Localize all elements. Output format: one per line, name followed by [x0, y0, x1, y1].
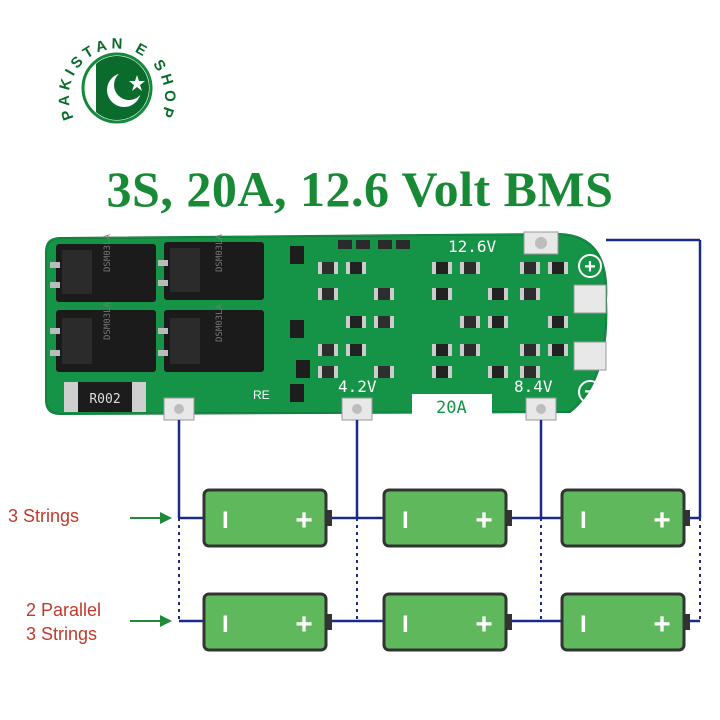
transistor [290, 246, 304, 264]
battery-pack: I+I+I+I+I+I+ [202, 488, 690, 652]
pakistan-eshop-logo: PAKISTAN E SHOP [56, 35, 174, 124]
smd-part [520, 344, 540, 356]
smd-part [488, 366, 508, 378]
battery-minus-label: I [402, 507, 409, 534]
battery-plus-label: + [295, 504, 313, 537]
resistor-label: R002 [89, 392, 120, 407]
pad-8v4 [525, 397, 557, 421]
transistor [290, 384, 304, 402]
parallel-label-line1: 2 Parallel [26, 600, 102, 620]
smd-part [318, 262, 338, 274]
smd-part [318, 366, 338, 378]
battery-cell: I+ [202, 592, 332, 652]
battery-minus-label: I [580, 611, 587, 638]
bms-board: DSM03LA DSM03LA DSM03LA DS [45, 231, 608, 421]
smd-part [374, 316, 394, 328]
smd-part [338, 240, 352, 249]
minus-terminal-symbol: − [584, 381, 596, 403]
battery-minus-label: I [402, 611, 409, 638]
smd-part [488, 288, 508, 300]
smd-part [548, 344, 568, 356]
battery-plus-label: + [295, 608, 313, 641]
smd-part [520, 366, 540, 378]
voltage-label-8v4: 8.4V [514, 377, 553, 396]
minus-terminal-icon [578, 380, 602, 404]
smd-part [318, 288, 338, 300]
smd-part [520, 288, 540, 300]
current-rating-box [412, 394, 492, 418]
chip-code: DSM03LA [103, 301, 113, 340]
series-wiring [177, 238, 702, 623]
smd-part [432, 262, 452, 274]
smd-components [290, 240, 568, 402]
smd-part [346, 262, 366, 274]
smd-part [346, 344, 366, 356]
smd-part [460, 316, 480, 328]
strings-arrow-icon [130, 512, 172, 524]
chip-code: DSM03LA [215, 233, 225, 272]
battery-plus-label: + [653, 608, 671, 641]
battery-minus-label: I [222, 507, 229, 534]
smd-part [460, 344, 480, 356]
re-label: RE [253, 388, 270, 402]
battery-minus-label: I [222, 611, 229, 638]
shunt-resistor: R002 [64, 382, 146, 412]
voltage-label-12v6: 12.6V [448, 237, 497, 256]
parallel-arrow-icon [130, 615, 172, 627]
page-title: 3S, 20A, 12.6 Volt BMS [106, 161, 614, 217]
chip-code: DSM03LA [215, 303, 225, 342]
smd-part [488, 316, 508, 328]
smd-part [374, 366, 394, 378]
transistor [290, 320, 304, 338]
pad-12v6 [523, 231, 559, 255]
star-icon [129, 75, 145, 91]
parallel-label: 2 Parallel 3 Strings [26, 598, 101, 646]
battery-plus-label: + [475, 504, 493, 537]
battery-cell: I+ [560, 488, 690, 548]
output-pad-plus [573, 284, 607, 314]
current-rating-label: 20A [436, 398, 467, 418]
smd-part [432, 366, 452, 378]
smd-part [318, 344, 338, 356]
smd-part [520, 262, 540, 274]
battery-cell: I+ [202, 488, 332, 548]
transistor [296, 360, 310, 378]
output-pad-minus [573, 341, 607, 371]
mosfet-chip: DSM03LA [50, 233, 156, 302]
mosfet-chip: DSM03LA [50, 301, 156, 372]
pad-4v2 [341, 397, 373, 421]
chip-code: DSM03LA [103, 233, 113, 272]
parallel-label-line2: 3 Strings [26, 624, 98, 644]
smd-part [346, 316, 366, 328]
plus-terminal-icon [578, 254, 602, 278]
smd-part [548, 316, 568, 328]
smd-part [374, 288, 394, 300]
battery-minus-label: I [580, 507, 587, 534]
smd-part [356, 240, 370, 249]
battery-plus-label: + [475, 608, 493, 641]
strings-label-text: 3 Strings [8, 506, 80, 526]
smd-part [432, 288, 452, 300]
battery-cell: I+ [382, 592, 512, 652]
smd-part [460, 262, 480, 274]
voltage-label-4v2: 4.2V [338, 377, 377, 396]
battery-cell: I+ [382, 488, 512, 548]
smd-part [396, 240, 410, 249]
battery-cell: I+ [560, 592, 690, 652]
plus-terminal-symbol: + [584, 256, 596, 278]
pad-b-minus [163, 397, 195, 421]
smd-part [548, 262, 568, 274]
strings-label: 3 Strings [8, 504, 79, 528]
mosfet-chip: DSM03LA [158, 303, 264, 372]
smd-part [378, 240, 392, 249]
mosfet-chip: DSM03LA [158, 233, 264, 300]
battery-plus-label: + [653, 504, 671, 537]
smd-part [432, 344, 452, 356]
